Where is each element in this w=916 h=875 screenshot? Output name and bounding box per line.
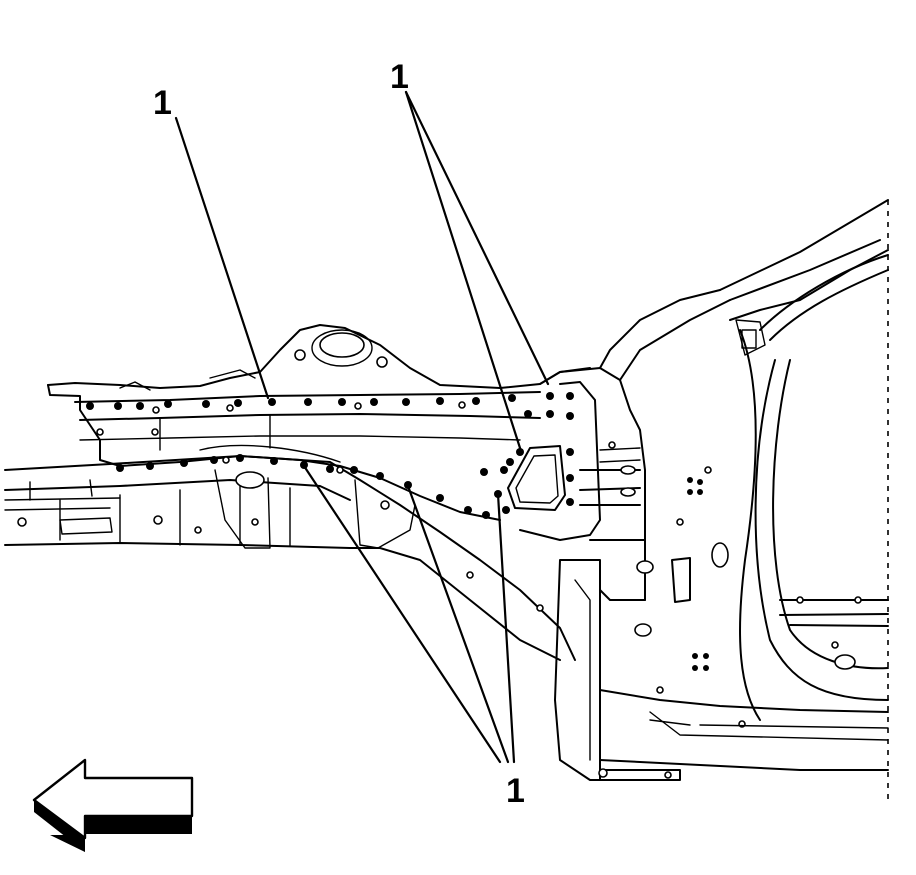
callout-1-bottom: 1 — [506, 772, 525, 810]
callout-1-upper-left: 1 — [153, 84, 172, 122]
callout-1-upper-right: 1 — [390, 58, 409, 96]
weld-points-lower-row — [116, 454, 490, 519]
lower-frame-rail — [4, 455, 576, 661]
front-direction-arrow-icon — [32, 758, 194, 852]
upper-rail — [47, 324, 591, 521]
weld-points-upper-row — [86, 392, 574, 414]
leader-lines — [174, 90, 550, 764]
hinge-pillar — [507, 289, 746, 781]
door-opening — [598, 199, 889, 800]
weld-points-pillar — [480, 410, 574, 514]
